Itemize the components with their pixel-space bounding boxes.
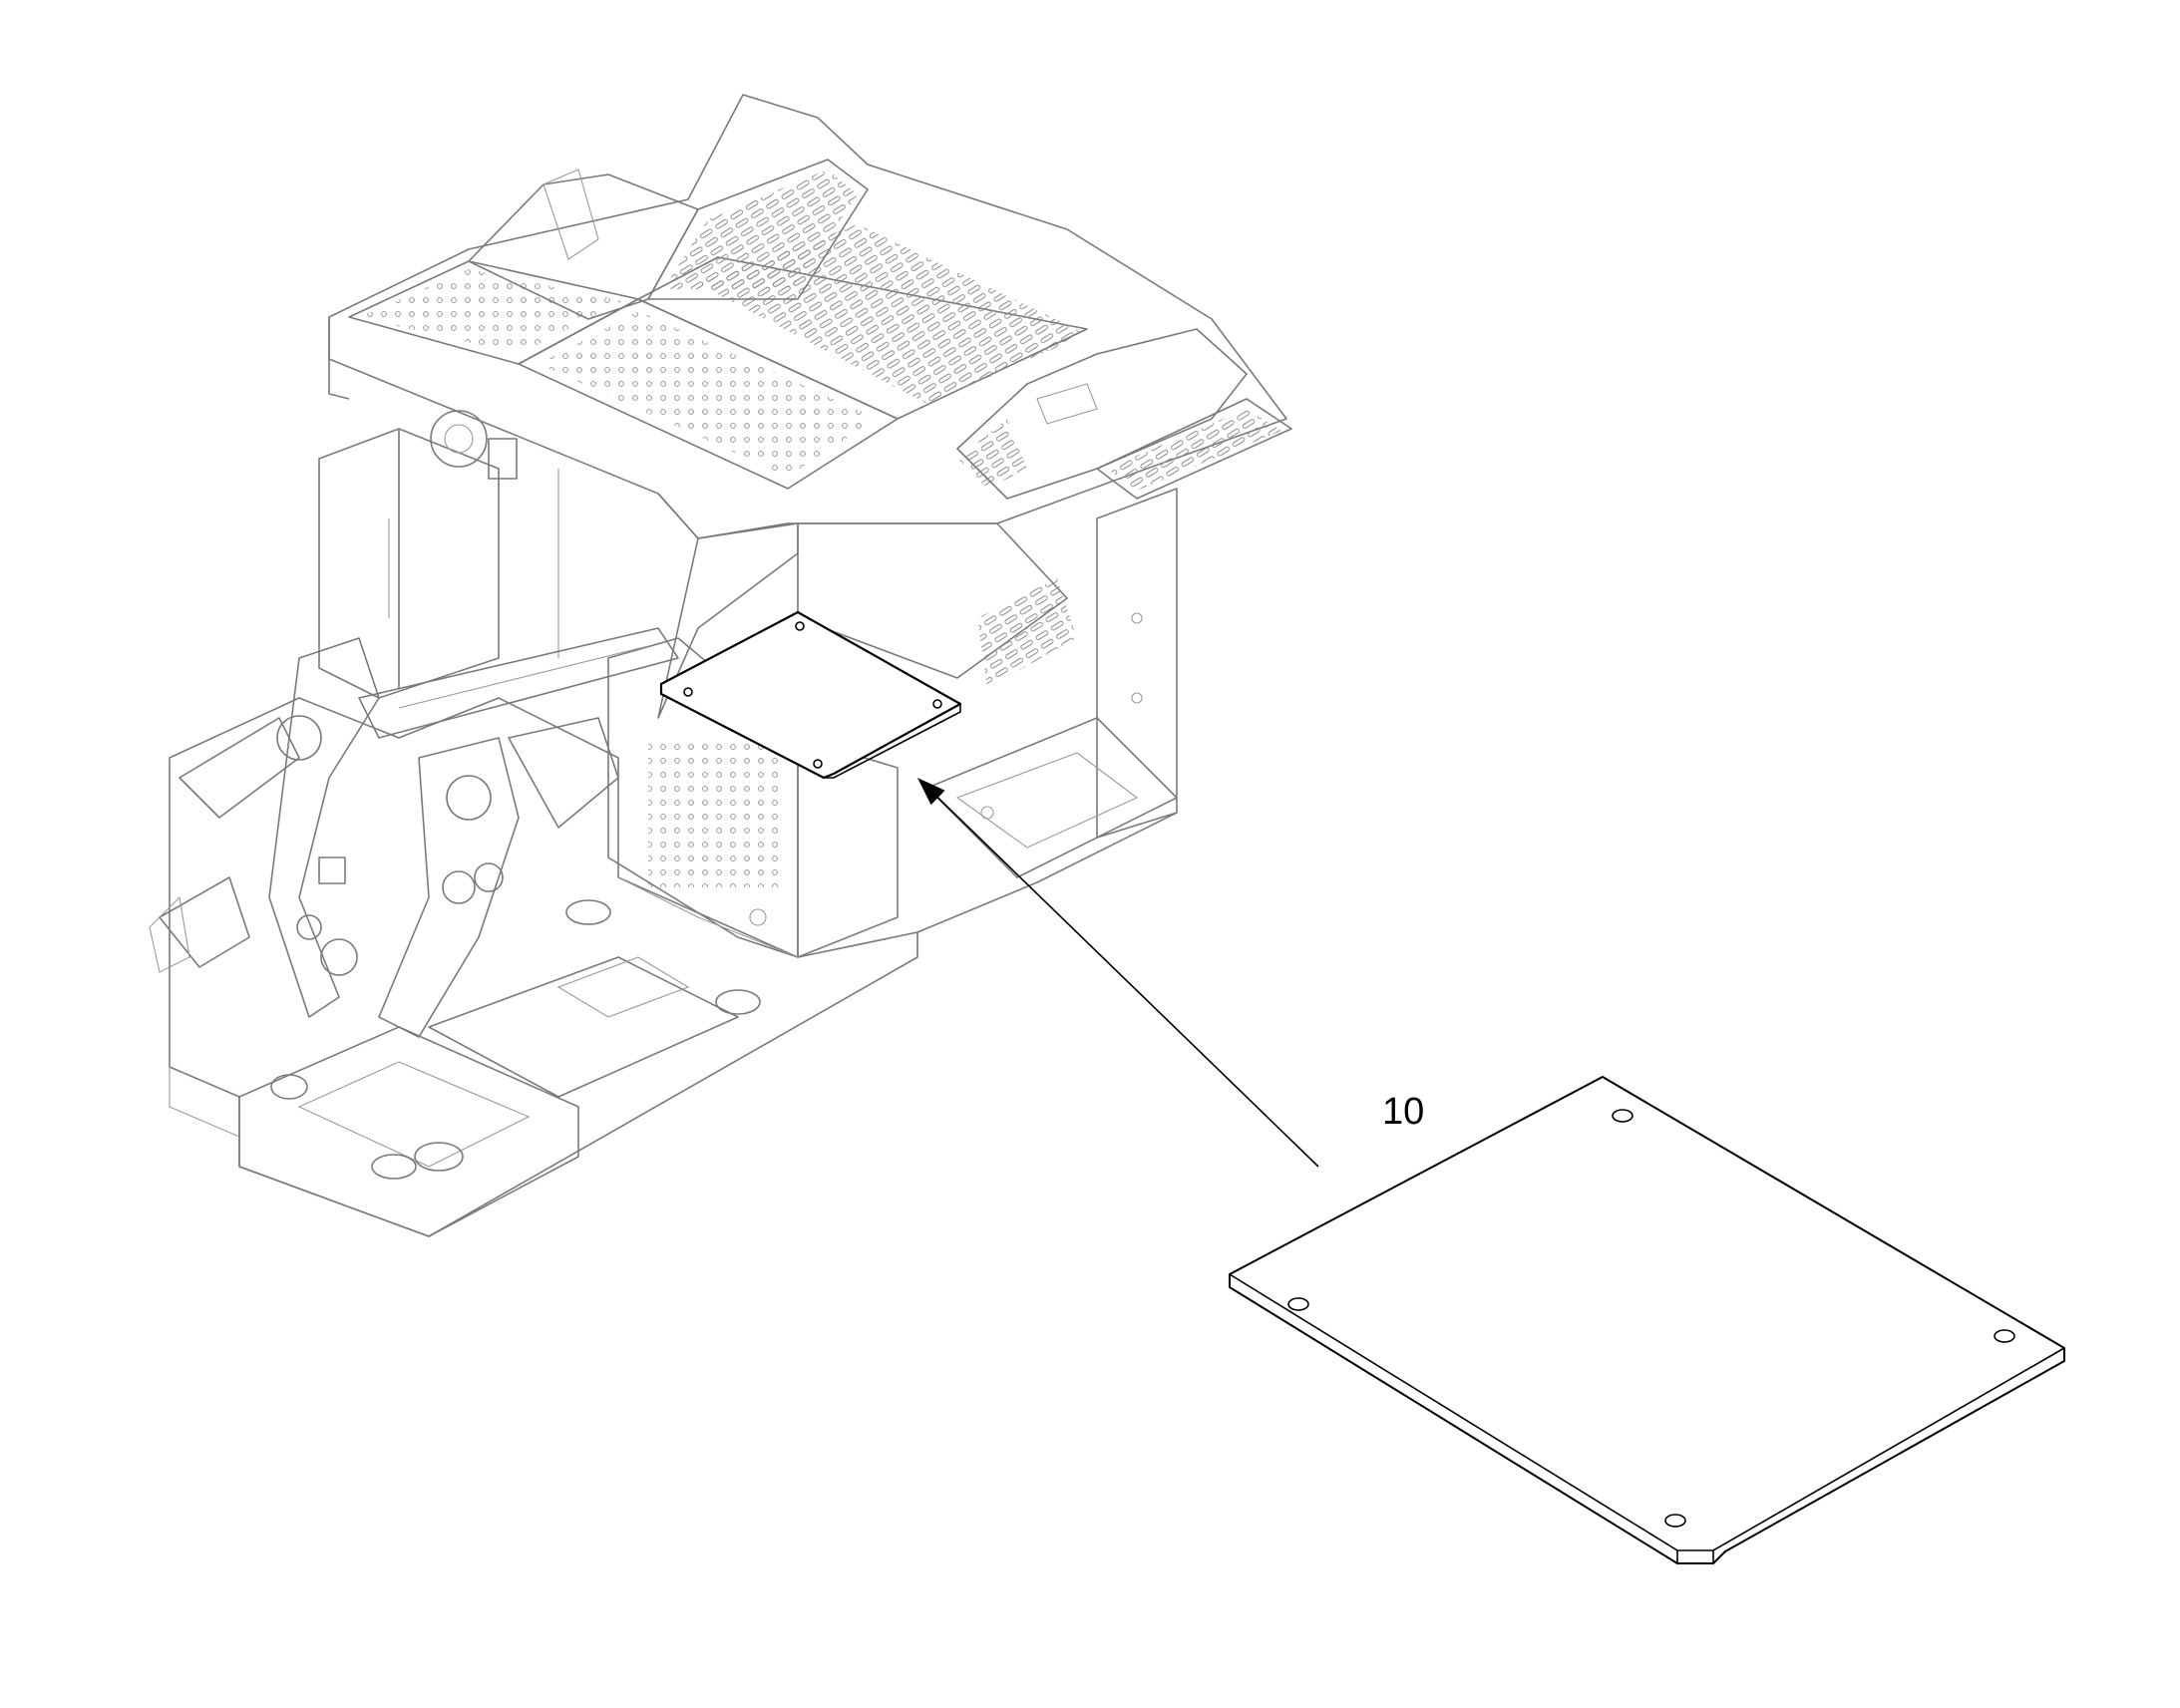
plate-bolt-hole [1287,1297,1309,1311]
plate-bolt-hole [1664,1514,1686,1528]
rear-frame [916,488,1178,933]
machine-frame-assembly [149,94,1292,1237]
tank-box [318,410,559,699]
plate-bolt-hole [1994,1329,2015,1343]
plate-bolt-hole [1612,1109,1634,1123]
part-callout-number: 10 [1382,1091,1425,1133]
leader-arrow [916,777,1319,1168]
installed-plate-highlight [659,610,962,780]
cover-plate-part [1229,1076,2065,1564]
upper-deck [328,94,1292,539]
base-chassis [169,697,918,1237]
loader-linkage [149,627,679,1038]
